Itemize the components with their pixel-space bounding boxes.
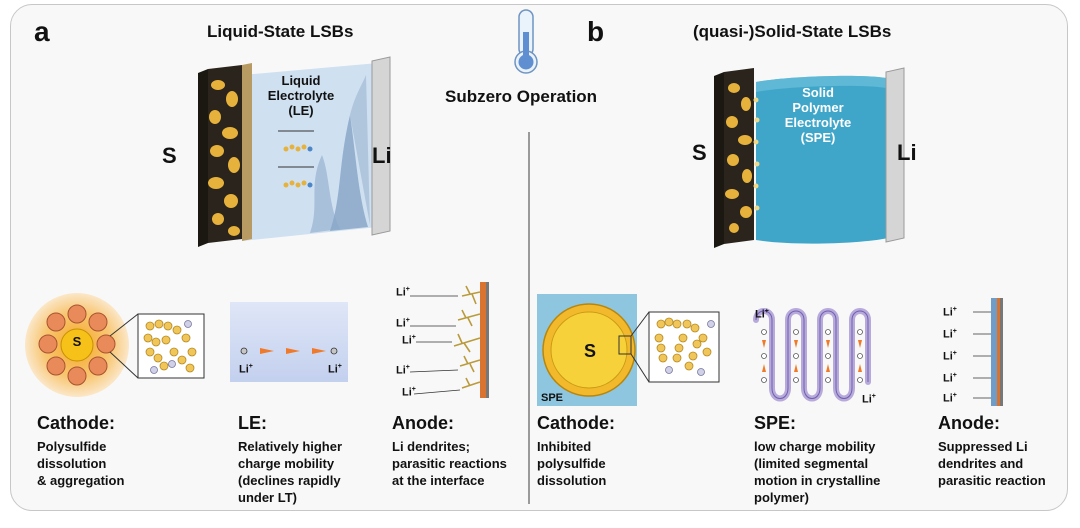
cathode-slab — [724, 68, 754, 244]
spe-layer — [991, 298, 997, 406]
thermometer-icon — [514, 9, 538, 74]
panel-b-lithium-label: Li — [897, 140, 917, 165]
panel-b-sulfur-label: S — [692, 140, 707, 165]
interface-particles — [753, 97, 760, 211]
dendrites — [453, 285, 481, 389]
spe-ion-top: Li+ — [755, 308, 769, 321]
anode-a-ion-2: Li+ — [396, 317, 410, 330]
lithium-anode — [885, 67, 905, 243]
anode-b-ion-3: Li+ — [943, 350, 957, 363]
liquid-anode-illustration — [409, 282, 489, 398]
panel-b-title: (quasi-)Solid-State LSBs — [693, 22, 892, 41]
operation-label: Subzero Operation — [445, 87, 598, 106]
le-body: Relatively higher charge mobility (decli… — [238, 439, 343, 505]
ion-paths — [409, 295, 461, 395]
liquid-anode-heading: Anode: — [392, 413, 454, 433]
orange-arrows — [260, 348, 326, 354]
liquid-anode-body: Li dendrites; parasitic reactions at the… — [392, 439, 507, 488]
liquid-electrolyte-label: Liquid Electrolyte (LE) — [267, 73, 335, 118]
solid-cathode-heading: Cathode: — [537, 413, 615, 433]
panel-a-lithium-label: Li — [372, 143, 392, 168]
liquid-cathode-illustration — [25, 293, 205, 397]
dendrite-shape — [310, 155, 340, 233]
spe-arrows — [762, 340, 862, 372]
anode-b-ion-5: Li+ — [943, 392, 957, 405]
anode-a-ion-1: Li+ — [396, 286, 410, 299]
sulfur-particles — [208, 80, 240, 236]
anode-a-ion-3: Li+ — [402, 334, 416, 347]
confined-polysulfides — [654, 317, 712, 371]
cathode-slab-edge — [198, 69, 208, 247]
anode-collector — [997, 298, 1000, 406]
anode-b-ion-4: Li+ — [943, 372, 957, 385]
cathode-collector — [242, 63, 252, 241]
anode-a-ion-5: Li+ — [402, 386, 416, 399]
sulfur-core — [550, 311, 628, 389]
panel-a-letter: a — [34, 16, 50, 47]
liquid-cathode-heading: Cathode: — [37, 413, 115, 433]
ion-paths — [973, 311, 991, 399]
le-ion-left: Li+ — [239, 363, 253, 376]
anode-a-ion-4: Li+ — [396, 364, 410, 377]
solid-cathode-body: Inhibited polysulfide dissolution — [537, 439, 607, 488]
lithium-anode — [371, 56, 391, 236]
solid-electrolyte-label: Solid Polymer Electrolyte (SPE) — [784, 85, 852, 145]
solid-anode-body: Suppressed Li dendrites and parasitic re… — [938, 439, 1046, 488]
anode-b-ion-2: Li+ — [943, 328, 957, 341]
le-heading: LE: — [238, 413, 267, 433]
sulfur-particles — [725, 83, 752, 233]
li-ion — [330, 347, 338, 355]
spe-matrix-label: SPE — [541, 392, 564, 404]
polymer-chain-outline — [755, 310, 869, 399]
dendrite-shape — [330, 115, 368, 231]
le-ion-right: Li+ — [328, 363, 342, 376]
cathode-slab-edge — [714, 72, 724, 248]
panel-b-letter: b — [587, 16, 605, 47]
spe-heading: SPE: — [754, 413, 797, 433]
anode-b-ion-1: Li+ — [943, 306, 957, 319]
spe-mobility-illustration — [753, 308, 871, 402]
spe-body: low charge mobility (limited segmental m… — [754, 439, 881, 505]
solid-cathode-core-label: S — [583, 341, 596, 361]
polysulfide-chains — [283, 144, 313, 188]
liquid-cell-illustration — [198, 56, 391, 247]
solid-cathode-illustration — [537, 294, 720, 406]
liquid-cathode-body: Polysulfide dissolution & aggregation — [37, 439, 125, 488]
panel-a-sulfur-label: S — [162, 143, 177, 168]
solid-polymer-electrolyte — [756, 75, 888, 244]
spe-ion-bottom: Li+ — [862, 393, 876, 406]
li-ion — [240, 347, 248, 355]
sulfur-core — [60, 328, 94, 362]
solid-anode-heading: Anode: — [938, 413, 1000, 433]
le-mobility-illustration — [230, 302, 348, 382]
solid-anode-illustration — [973, 298, 1003, 406]
cathode-core-label: S — [72, 334, 82, 349]
shuttle-arrows — [278, 130, 314, 168]
dendrite-shape — [350, 75, 370, 225]
solid-cell-illustration — [714, 67, 905, 248]
polymer-chain — [753, 308, 871, 402]
panel-a-title: Liquid-State LSBs — [207, 22, 354, 41]
anode-collector — [480, 282, 486, 398]
polysulfide-ring — [38, 304, 116, 386]
spe-ions — [761, 329, 863, 383]
panel-divider — [528, 132, 530, 504]
